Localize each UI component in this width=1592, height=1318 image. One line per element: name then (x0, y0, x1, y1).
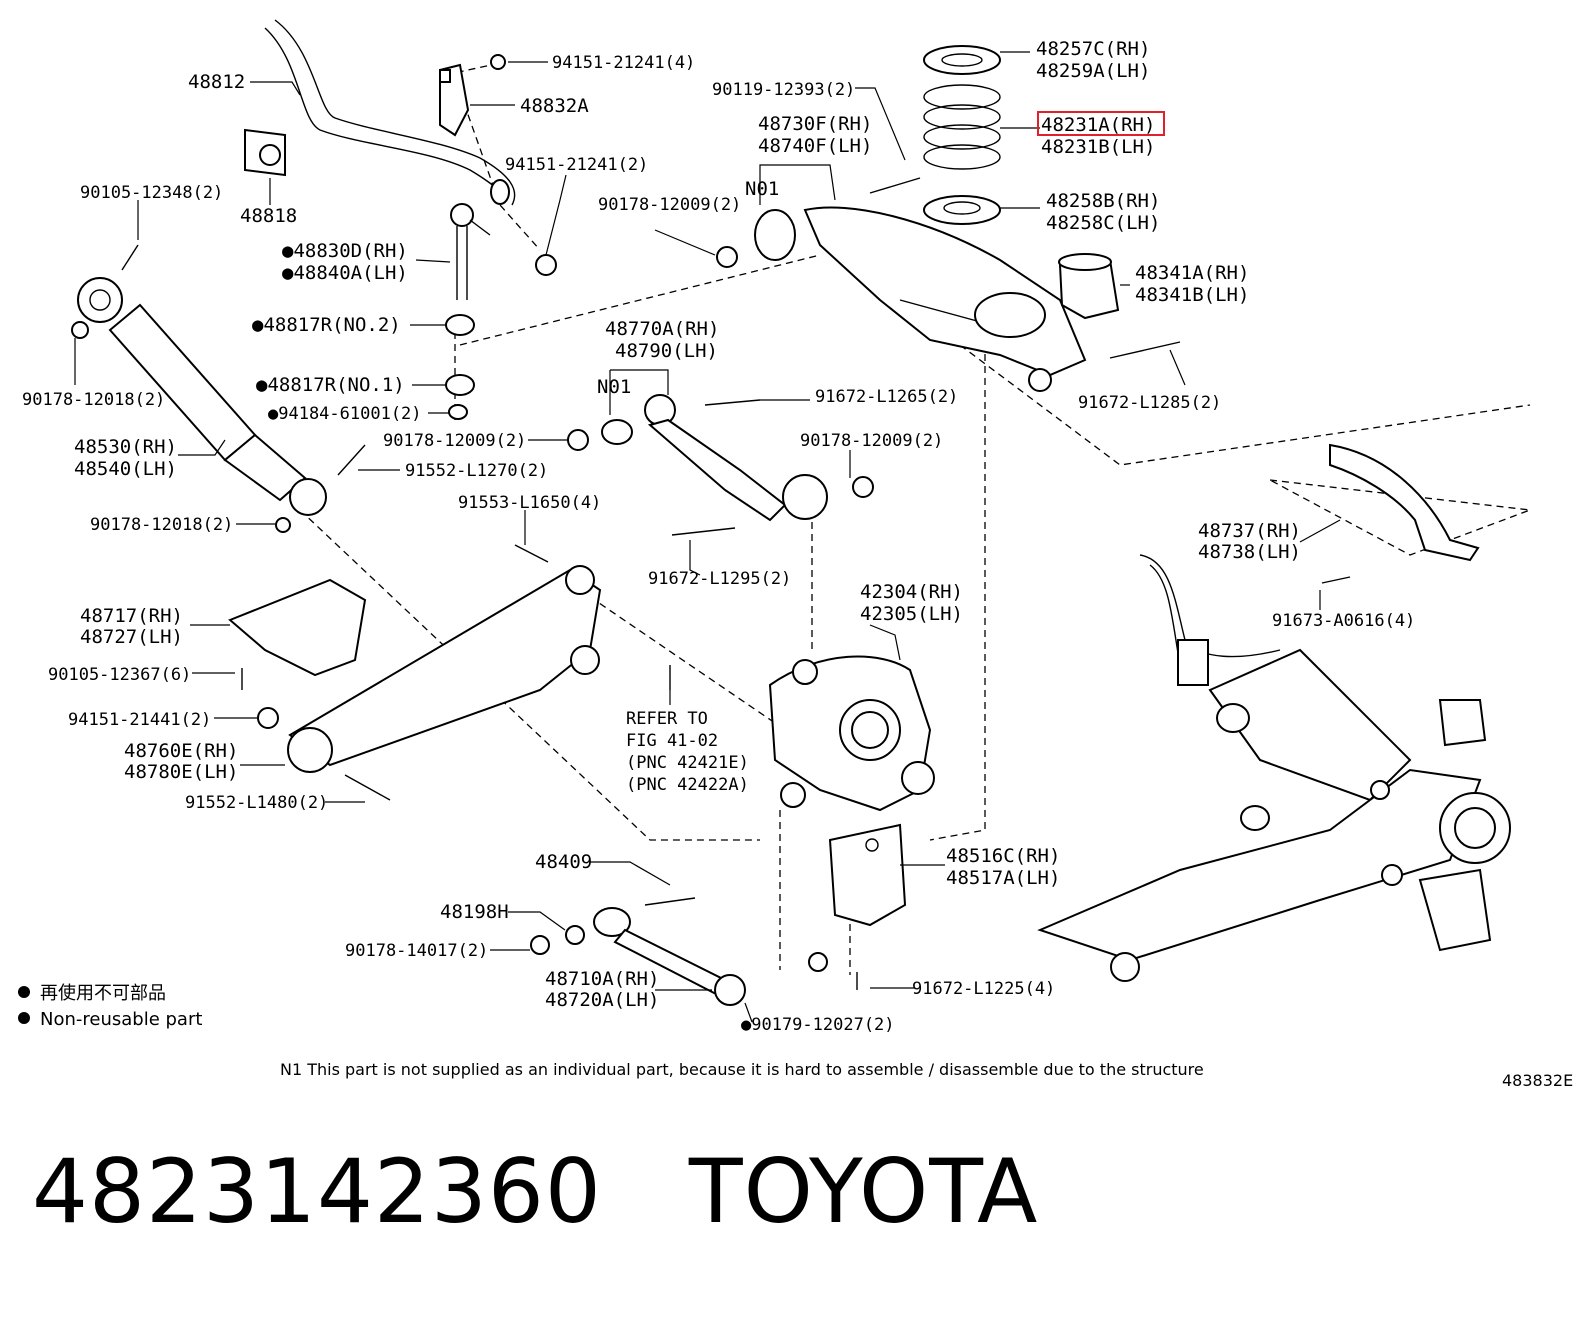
label-48727: 48727(LH) (80, 626, 183, 648)
label-48840A: ●48840A(LH) (282, 262, 408, 284)
label-48530: 48530(RH) (74, 436, 177, 458)
label-48258C: 48258C(LH) (1046, 212, 1160, 234)
label-94151-21241-2: 94151-21241(2) (505, 155, 648, 175)
stabilizer-link-48830D (450, 203, 491, 300)
exploded-parts-diagram: 48812 94151-21241(4) 48832A 94151-21241(… (18, 19, 1573, 1090)
label-refer-4: (PNC 42422A) (626, 775, 749, 795)
dashed-assembly-lines (299, 61, 1531, 975)
label-48740F: 48740F(LH) (758, 135, 872, 157)
label-90179-12027: ●90179-12027(2) (741, 1015, 895, 1035)
label-90178-14017: 90178-14017(2) (345, 941, 488, 961)
label-48790: 48790(LH) (615, 340, 718, 362)
label-48198H: 48198H (440, 901, 509, 923)
legend: 再使用不可部品 Non-reusable part (18, 983, 202, 1030)
label-90178-12009-a: 90178-12009(2) (598, 195, 741, 215)
label-91552-L1270: 91552-L1270(2) (405, 461, 548, 481)
label-refer-3: (PNC 42421E) (626, 753, 749, 773)
bracket-48516C (828, 823, 907, 927)
label-48737: 48737(RH) (1198, 520, 1301, 542)
label-refer-1: REFER TO (626, 709, 708, 729)
label-n01-a: N01 (745, 178, 779, 200)
stabilizer-bar-48812 (264, 19, 516, 206)
upper-arm-48730F (754, 206, 1087, 392)
stabilizer-bracket-48832A (439, 63, 470, 137)
bracket-48717 (228, 578, 367, 677)
label-48231B: 48231B(LH) (1041, 136, 1155, 158)
highlight-box (1037, 111, 1165, 136)
label-48516C: 48516C(RH) (946, 845, 1060, 867)
label-91673-A0616: 91673-A0616(4) (1272, 611, 1415, 631)
label-48830D: ●48830D(RH) (282, 240, 408, 262)
footnote-n1: N1 This part is not supplied as an indiv… (280, 1060, 1204, 1079)
label-90178-12018-a: 90178-12018(2) (22, 390, 165, 410)
legend-bullet-ja (18, 986, 30, 998)
label-48730F: 48730F(RH) (758, 113, 872, 135)
lower-arm-48760E (287, 565, 602, 773)
label-48818: 48818 (240, 205, 297, 227)
legend-bullet-en (18, 1012, 30, 1024)
caption-part-number: 4823142360 (32, 1140, 602, 1243)
label-48540: 48540(LH) (74, 458, 177, 480)
label-48517A: 48517A(LH) (946, 867, 1060, 889)
stabilizer-bushing-48818 (244, 128, 286, 177)
caption-brand: TOYOTA (688, 1140, 1039, 1243)
label-94151-21441: 94151-21441(2) (68, 710, 211, 730)
label-48257C: 48257C(RH) (1036, 38, 1150, 60)
label-91553-L1650: 91553-L1650(4) (458, 493, 601, 513)
rod-48710A (593, 907, 746, 1006)
label-48780E: 48780E(LH) (124, 761, 238, 783)
label-90178-12018-b: 90178-12018(2) (90, 515, 233, 535)
legend-en: Non-reusable part (40, 1009, 202, 1030)
splash-shield-48737 (1329, 443, 1480, 562)
bolts (121, 177, 1351, 990)
label-90105-12367: 90105-12367(6) (48, 665, 191, 685)
label-48832A: 48832A (520, 95, 589, 117)
label-90178-12009-b: 90178-12009(2) (383, 431, 526, 451)
caption: 4823142360 TOYOTA (32, 1140, 1038, 1243)
label-48341A: 48341A(RH) (1135, 262, 1249, 284)
leader-lines (74, 51, 1341, 1023)
label-refer-2: FIG 41-02 (626, 731, 718, 751)
label-91552-L1480: 91552-L1480(2) (185, 793, 328, 813)
shock-absorber-48530 (77, 277, 327, 516)
label-91672-L1295: 91672-L1295(2) (648, 569, 791, 589)
label-48341B: 48341B(LH) (1135, 284, 1249, 306)
legend-ja: 再使用不可部品 (40, 983, 166, 1004)
label-42305: 42305(LH) (860, 603, 963, 625)
label-94151-21241-4: 94151-21241(4) (552, 53, 695, 73)
assembled-suspension-view (1037, 554, 1511, 982)
label-94184-61001: ●94184-61001(2) (268, 404, 422, 424)
label-n01-b: N01 (597, 376, 631, 398)
label-90178-12009-c: 90178-12009(2) (800, 431, 943, 451)
knuckle-42304 (768, 655, 935, 812)
cushions-48817R (445, 314, 475, 420)
label-48717: 48717(RH) (80, 605, 183, 627)
label-48760E: 48760E(RH) (124, 740, 238, 762)
label-48409: 48409 (535, 851, 592, 873)
label-48738: 48738(LH) (1198, 541, 1301, 563)
label-90105-12348: 90105-12348(2) (80, 183, 223, 203)
label-48259A: 48259A(LH) (1036, 60, 1150, 82)
label-48770A: 48770A(RH) (605, 318, 719, 340)
label-48710A: 48710A(RH) (545, 968, 659, 990)
label-48720A: 48720A(LH) (545, 989, 659, 1011)
label-48817R-no2: ●48817R(NO.2) (252, 314, 401, 336)
bump-stopper-48341A (1058, 253, 1120, 320)
label-91672-L1265: 91672-L1265(2) (815, 387, 958, 407)
label-91672-L1225: 91672-L1225(4) (912, 979, 1055, 999)
part-labels: 48812 94151-21241(4) 48832A 94151-21241(… (22, 38, 1415, 1035)
label-48258B: 48258B(RH) (1046, 190, 1160, 212)
label-48812: 48812 (188, 71, 245, 93)
label-90119-12393: 90119-12393(2) (712, 80, 855, 100)
figure-id: 483832E (1502, 1071, 1573, 1090)
label-91672-L1285: 91672-L1285(2) (1078, 393, 1221, 413)
coil-spring-48231A (923, 45, 1001, 225)
toe-link-48770A (601, 394, 828, 522)
label-42304: 42304(RH) (860, 581, 963, 603)
label-48231A: 48231A(RH) (1041, 114, 1155, 136)
label-48817R-no1: ●48817R(NO.1) (256, 374, 405, 396)
